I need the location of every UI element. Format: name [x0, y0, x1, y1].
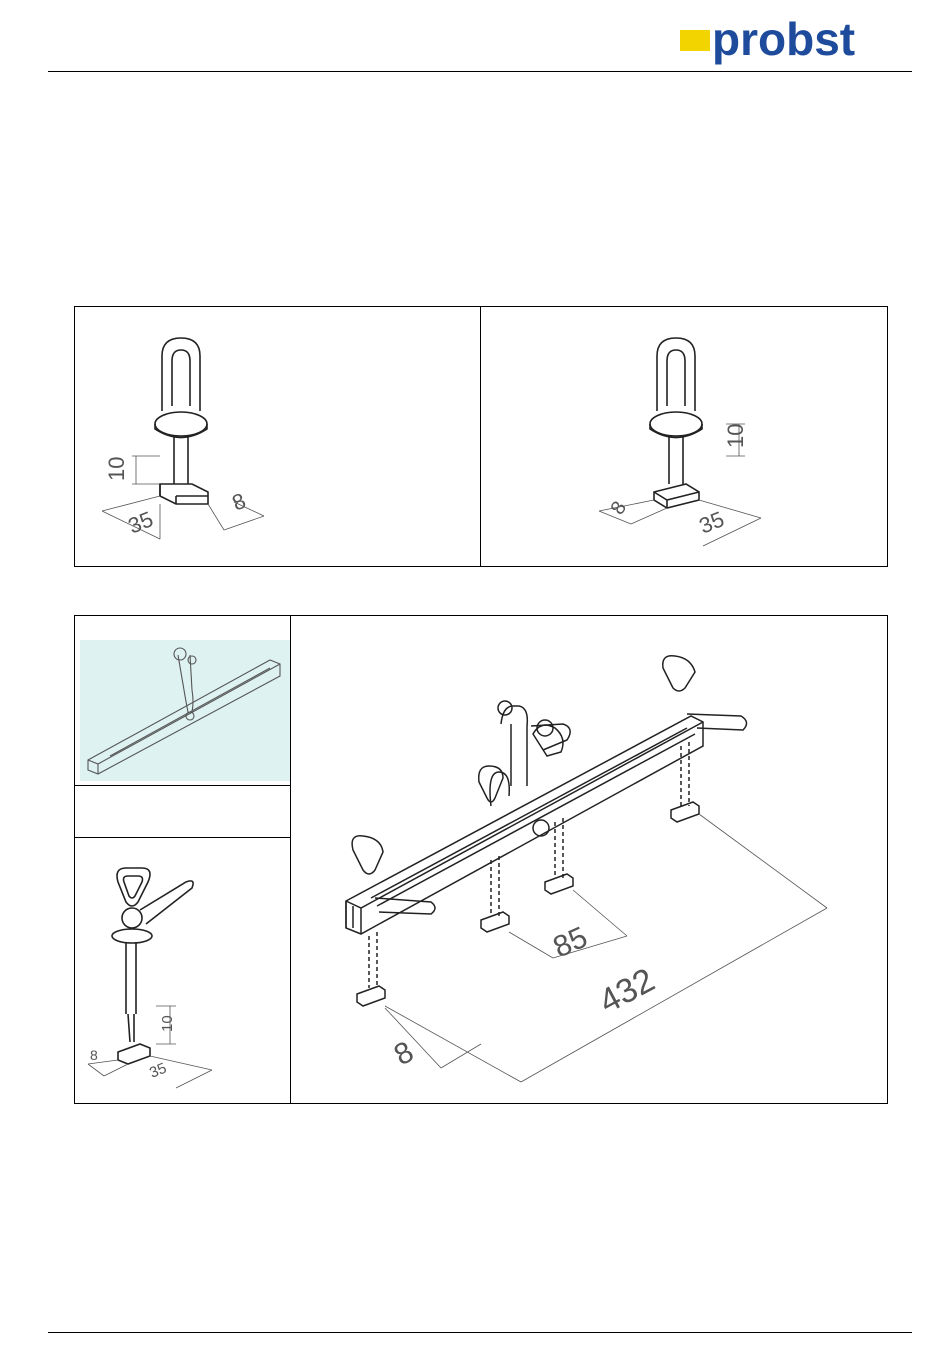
logo-yellow-mark — [680, 30, 710, 51]
footer-rule — [48, 1332, 912, 1333]
pin-drawing-right: 10 8 35 — [481, 306, 887, 567]
pin-drawing-left: 10 35 8 — [74, 306, 480, 567]
figure-2-divider-top — [74, 785, 290, 786]
pin-handle-drawing: 10 8 35 — [74, 838, 290, 1104]
dim-width-left: 8 — [229, 488, 250, 516]
rail-photo-drawing — [80, 640, 290, 781]
dim-length-left: 35 — [125, 506, 157, 538]
dim-height-right: 10 — [723, 424, 748, 448]
dim-length-right: 35 — [696, 506, 728, 538]
dim-height-pin: 10 — [159, 1015, 176, 1032]
dim-length-pin: 35 — [147, 1060, 169, 1082]
rail-assembly-drawing: 85 432 8 — [291, 616, 887, 1103]
dim-overall: 432 — [593, 961, 661, 1021]
dim-width-main: 8 — [389, 1035, 419, 1072]
dim-spacing: 85 — [548, 921, 592, 965]
header-rule — [48, 71, 912, 72]
dim-height-left: 10 — [104, 457, 129, 481]
logo-text: probst — [712, 14, 855, 64]
dim-width-pin: 8 — [90, 1047, 98, 1063]
